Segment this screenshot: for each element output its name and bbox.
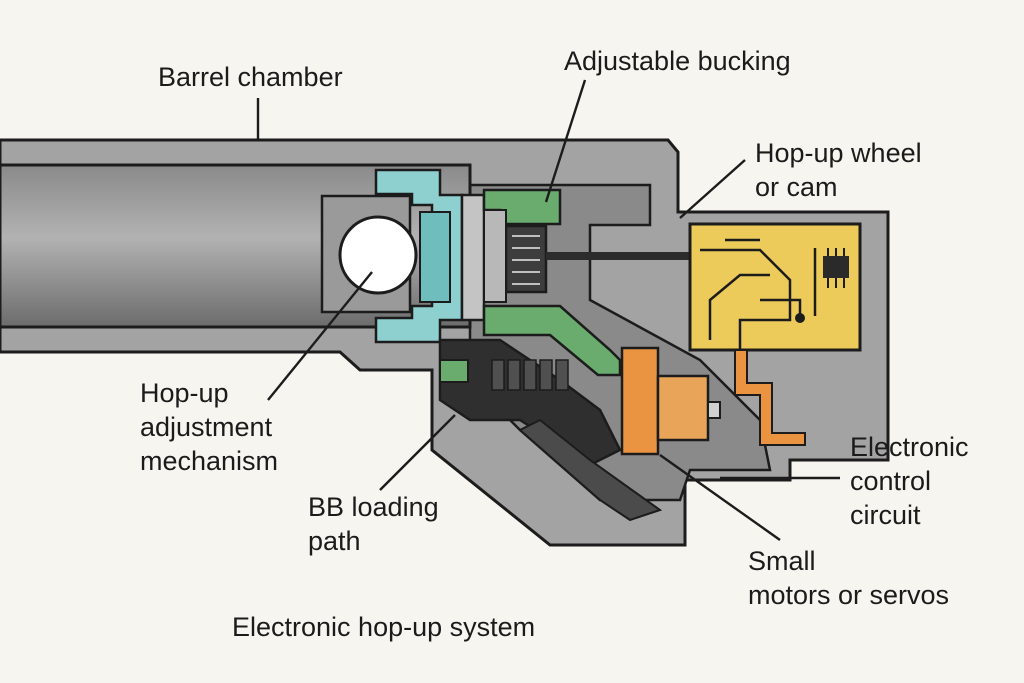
diagram-caption: Electronic hop-up system [232,612,536,642]
bucking-inner [419,211,451,303]
circuit-traces [700,238,817,350]
circuit-node [795,313,805,323]
label-adjustment-mechanism: Hop-up adjustment mechanism [140,376,278,478]
motor-body [656,374,710,442]
label-line: Small [748,546,816,576]
servo-motor [620,346,660,456]
label-line: mechanism [140,446,279,476]
leader-adjustment [267,271,373,401]
motor-wire [734,349,806,446]
motor-shaft [707,401,721,419]
gear-teeth [512,235,540,285]
label-line: circuit [850,500,921,530]
label-line: Electronic [850,432,969,462]
microchip [823,256,849,278]
label-line: BB loading [308,492,439,522]
bb-pellet [338,215,418,295]
leader-bucking [544,79,587,203]
label-line: motors or servos [748,580,950,610]
label-line: Barrel chamber [158,62,343,92]
control-circuit-board [688,222,862,352]
chip-pins [827,248,845,288]
label-barrel-chamber: Barrel chamber [158,60,343,94]
label-bb-loading-path: BB loading path [308,490,439,558]
label-adjustable-bucking: Adjustable bucking [564,44,791,78]
label-line: Hop-up [140,378,229,408]
bb-loading-path [518,418,663,522]
label-line: adjustment [140,412,273,442]
leader-motors [659,454,781,541]
leader-wheel [679,159,746,219]
label-motors: Small motors or servos [748,544,949,612]
label-line: path [308,526,361,556]
label-control-circuit: Electronic control circuit [850,430,969,532]
wheel-housing [483,209,507,303]
label-line: or cam [755,172,838,202]
nozzle-block [460,193,486,322]
label-hopup-wheel: Hop-up wheel or cam [755,136,922,204]
label-line: Adjustable bucking [564,46,791,76]
leader-bb [379,414,456,491]
ratchet-teeth [491,359,569,391]
label-line: Hop-up wheel [755,138,922,168]
leader-lines [256,79,840,541]
adjustment-lever [482,304,622,377]
drive-shaft [546,252,690,260]
green-tab [439,359,469,383]
label-line: control [850,466,932,496]
